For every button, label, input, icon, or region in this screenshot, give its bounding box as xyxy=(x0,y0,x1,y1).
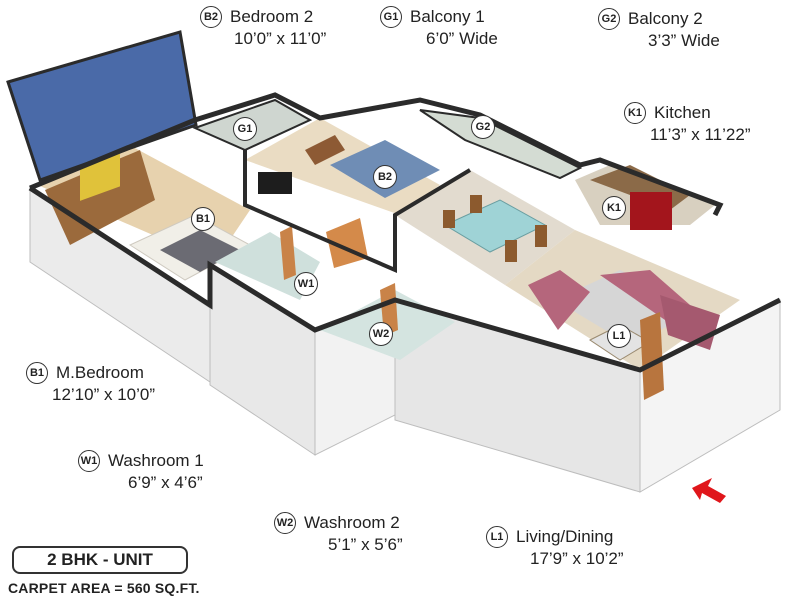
legend-badge-w2: W2 xyxy=(274,512,296,534)
legend-dims-w2: 5’1” x 5’6” xyxy=(328,535,403,554)
legend-badge-g2: G2 xyxy=(598,8,620,30)
legend-label-b2: Bedroom 2 xyxy=(230,7,314,26)
legend-label-w1: Washroom 1 xyxy=(108,451,204,470)
bedroom-2-headboard xyxy=(305,135,345,165)
legend-badge-l1: L1 xyxy=(486,526,508,548)
door-washroom-1 xyxy=(280,226,296,280)
plan-badge-l1: L1 xyxy=(607,324,631,348)
door-entry xyxy=(640,312,664,400)
plan-badge-b2: B2 xyxy=(373,165,397,189)
legend-dims-g1: 6’0” Wide xyxy=(426,29,498,48)
legend-dims-k1: 11’3” x 11’22” xyxy=(650,125,751,144)
legend-master-bedroom: B1 M.Bedroom 12’10” x 10’0” xyxy=(26,362,155,406)
legend-kitchen: K1 Kitchen 11’3” x 11’22” xyxy=(624,102,750,146)
legend-dims-b2: 10’0” x 11’0” xyxy=(234,29,327,48)
legend-balcony-1: G1 Balcony 1 6’0” Wide xyxy=(380,6,498,50)
plan-badge-b1: B1 xyxy=(191,207,215,231)
balcony-2 xyxy=(419,109,583,180)
master-bedroom-accent-wall xyxy=(6,30,198,182)
legend-label-g2: Balcony 2 xyxy=(628,9,703,28)
legend-label-g1: Balcony 1 xyxy=(410,7,485,26)
legend-badge-b2: B2 xyxy=(200,6,222,28)
legend-balcony-2: G2 Balcony 2 3’3” Wide xyxy=(598,8,720,52)
legend-dims-w1: 6’9” x 4’6” xyxy=(128,473,203,492)
plan-badge-k1: K1 xyxy=(602,196,626,220)
legend-label-b1: M.Bedroom xyxy=(56,363,144,382)
legend-bedroom-2: B2 Bedroom 2 10’0” x 11’0” xyxy=(200,6,326,50)
legend-label-l1: Living/Dining xyxy=(516,527,614,546)
unit-type-label: 2 BHK - UNIT xyxy=(12,546,188,574)
master-bed-blanket xyxy=(160,230,240,272)
dining-chair-2 xyxy=(470,195,482,213)
legend-washroom-2: W2 Washroom 2 5’1” x 5’6” xyxy=(274,512,403,556)
tv xyxy=(258,172,292,194)
kitchen-fridge xyxy=(630,192,672,230)
carpet-area-label: CARPET AREA = 560 SQ.FT. xyxy=(8,580,200,596)
wardrobe xyxy=(45,150,155,245)
legend-label-w2: Washroom 2 xyxy=(304,513,400,532)
legend-washroom-1: W1 Washroom 1 6’9” x 4’6” xyxy=(78,450,204,494)
dining-chair-3 xyxy=(505,240,517,262)
plan-badge-w1: W1 xyxy=(294,272,318,296)
living-rug xyxy=(555,270,700,345)
wall-outline-upper xyxy=(29,92,724,217)
wall-outline-lower xyxy=(28,185,782,373)
legend-badge-g1: G1 xyxy=(380,6,402,28)
legend-badge-k1: K1 xyxy=(624,102,646,124)
wall-outline-interior xyxy=(243,150,472,274)
legend-dims-g2: 3’3” Wide xyxy=(648,31,720,50)
entry-arrow-icon xyxy=(692,478,726,503)
plan-badge-g2: G2 xyxy=(471,115,495,139)
legend-living-dining: L1 Living/Dining 17’9” x 10’2” xyxy=(486,526,624,570)
legend-badge-b1: B1 xyxy=(26,362,48,384)
dining-chair-1 xyxy=(443,210,455,228)
legend-dims-l1: 17’9” x 10’2” xyxy=(530,549,624,568)
legend-dims-b1: 12’10” x 10’0” xyxy=(52,385,156,404)
legend-label-k1: Kitchen xyxy=(654,103,711,122)
plan-badge-w2: W2 xyxy=(369,322,393,346)
sofa-left xyxy=(528,270,590,330)
dining-chair-4 xyxy=(535,225,547,247)
plan-badge-g1: G1 xyxy=(233,117,257,141)
legend-badge-w1: W1 xyxy=(78,450,100,472)
